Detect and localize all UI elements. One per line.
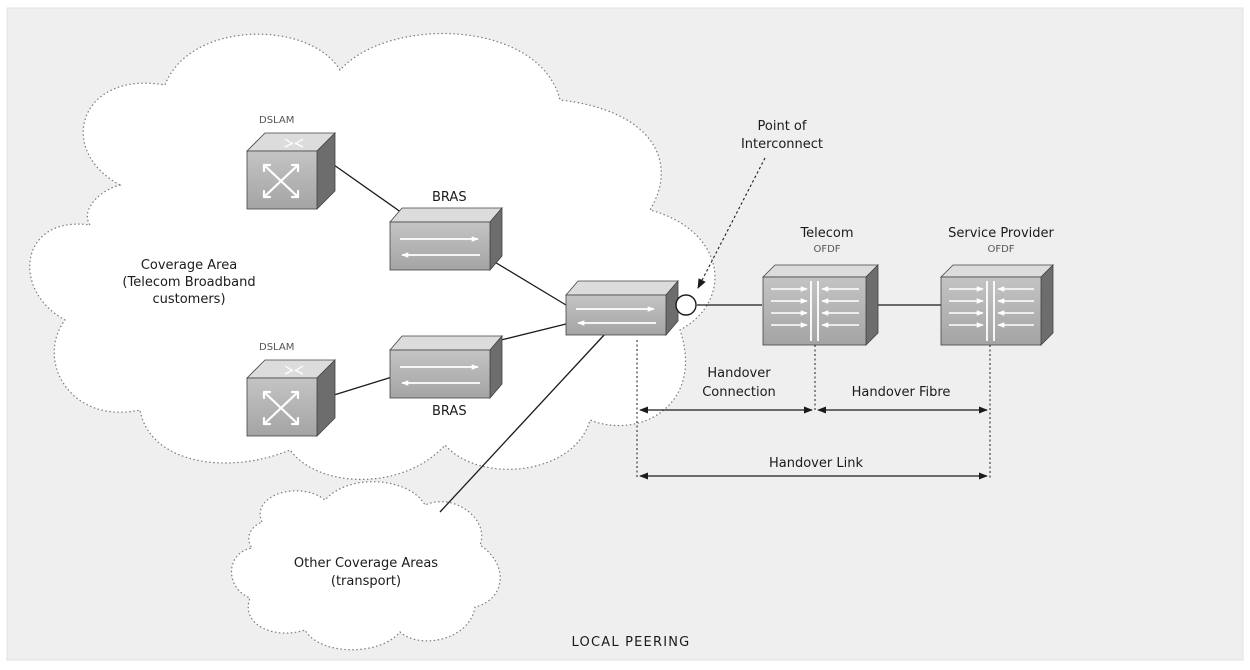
coverage-area-cloud (29, 32, 716, 480)
link-bras-bottom-router (500, 323, 567, 341)
link-bras-top-router (487, 257, 567, 306)
bras-top (389, 206, 503, 272)
other-coverage-line1: Other Coverage Areas (294, 556, 438, 571)
other-coverage-cloud (230, 481, 501, 651)
poi-pointer (697, 157, 766, 289)
point-of-interconnect-circle (675, 294, 697, 316)
service-provider-label: Service Provider (948, 226, 1054, 241)
telecom-ofdf-sublabel: OFDF (813, 244, 840, 255)
aggregation-router (565, 279, 679, 337)
link-router-other-coverage (439, 333, 606, 513)
service-provider-ofdf (940, 264, 1054, 346)
dslam-top-label: DSLAM (259, 115, 294, 126)
link-dslam-top-bras-top (333, 164, 406, 216)
dslam-bottom-label: DSLAM (259, 342, 294, 353)
coverage-area-line2: (Telecom Broadband (122, 275, 255, 290)
telecom-ofdf (762, 264, 879, 346)
dslam-bottom (246, 359, 336, 437)
handover-fibre-label: Handover Fibre (852, 385, 951, 400)
other-coverage-line2: (transport) (331, 574, 401, 589)
bras-bottom (389, 334, 503, 400)
service-provider-ofdf-sublabel: OFDF (987, 244, 1014, 255)
handover-connection-line2: Connection (702, 385, 776, 400)
coverage-area-line3: customers) (152, 292, 225, 307)
connection-lines (333, 164, 942, 513)
poi-label-line1: Point of (758, 119, 807, 134)
dimension-extension-lines (636, 340, 991, 478)
handover-link-label: Handover Link (769, 456, 863, 471)
dslam-top (246, 132, 336, 210)
telecom-label: Telecom (799, 226, 853, 241)
coverage-area-line1: Coverage Area (141, 258, 237, 273)
diagram-caption: LOCAL PEERING (572, 635, 691, 650)
link-dslam-bottom-bras-bottom (333, 376, 393, 396)
bras-top-label: BRAS (432, 190, 467, 205)
bras-bottom-label: BRAS (432, 404, 467, 419)
handover-connection-line1: Handover (707, 366, 771, 381)
poi-label-line2: Interconnect (741, 137, 823, 152)
